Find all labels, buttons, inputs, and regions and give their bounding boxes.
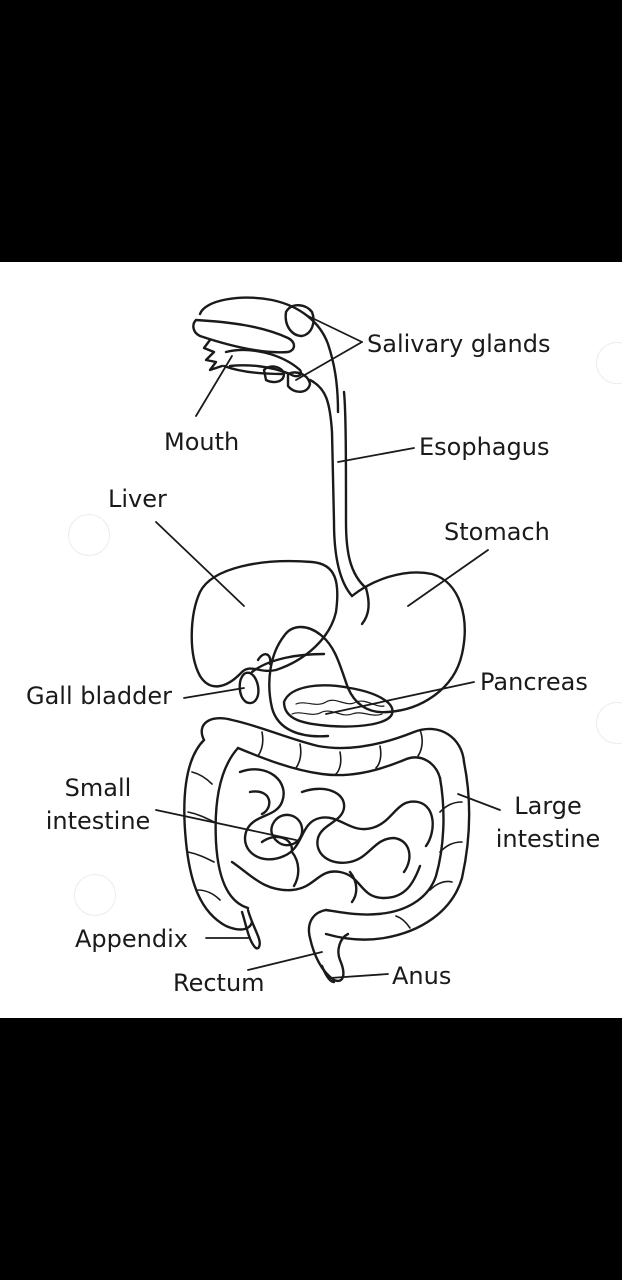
rectum — [307, 908, 350, 983]
label-gall-bladder: Gall bladder — [26, 682, 172, 710]
appendix — [240, 908, 261, 950]
pancreas — [282, 684, 394, 728]
haustra — [395, 801, 463, 929]
tongue — [224, 348, 303, 378]
liver — [190, 559, 339, 688]
bile-duct — [250, 652, 326, 674]
anus — [320, 964, 336, 984]
lips — [202, 338, 224, 372]
pointer-salivary-upper — [307, 315, 363, 343]
small-intestine-coil — [290, 850, 358, 904]
pointer-mouth — [195, 355, 233, 417]
label-liver: Liver — [108, 485, 167, 513]
stomach — [282, 571, 466, 714]
pointer-salivary-lower — [295, 341, 363, 381]
small-intestine-coil — [230, 860, 422, 900]
duodenum — [268, 634, 330, 738]
pointer-pancreas — [325, 681, 475, 715]
haustra — [257, 729, 423, 775]
pointer-anus — [329, 973, 389, 979]
label-stomach: Stomach — [444, 518, 550, 546]
bottom-black-bar — [0, 1018, 622, 1280]
transverse-colon-inner — [236, 746, 442, 780]
pancreas-texture — [295, 699, 385, 707]
label-anus: Anus — [392, 962, 452, 990]
salivary-gland-lower — [262, 365, 286, 384]
pointer-rectum — [247, 951, 323, 971]
label-salivary-glands: Salivary glands — [367, 330, 551, 358]
label-rectum: Rectum — [173, 969, 265, 997]
watermark-ring — [74, 874, 116, 916]
pancreas-texture — [291, 710, 383, 716]
small-intestine-coil — [238, 768, 434, 861]
pointer-stomach — [407, 549, 489, 607]
ascending-colon-inner — [214, 746, 250, 910]
label-pancreas: Pancreas — [480, 668, 588, 696]
haustra — [187, 771, 221, 901]
salivary-gland-upper — [284, 304, 315, 338]
esophagus — [342, 390, 368, 590]
watermark-ring — [68, 514, 110, 556]
pointer-liver — [155, 521, 245, 607]
label-esophagus: Esophagus — [419, 433, 550, 461]
label-appendix: Appendix — [75, 925, 188, 953]
top-black-bar — [0, 0, 622, 262]
ascending-colon — [183, 738, 254, 931]
label-large-intestine: Large intestine — [495, 792, 601, 853]
pointer-esophagus — [337, 447, 415, 463]
digestive-system-diagram: Salivary glands Mouth Esophagus Liver St… — [0, 262, 622, 1018]
pointer-lines — [155, 315, 501, 979]
salivary-gland-sub — [286, 371, 312, 393]
label-small-intestine: Small intestine — [45, 774, 151, 835]
label-mouth: Mouth — [164, 428, 240, 456]
descending-colon-inner — [324, 776, 445, 916]
nasal-cavity — [198, 296, 340, 414]
pharynx — [308, 378, 354, 598]
palate — [192, 318, 296, 354]
pointer-gall-bladder — [183, 687, 245, 699]
oral-floor — [222, 364, 284, 376]
anatomy-illustration — [155, 296, 501, 984]
stomach-inner — [360, 586, 370, 626]
descending-colon — [324, 760, 471, 941]
transverse-colon — [200, 717, 466, 764]
pointer-large-intestine — [457, 793, 501, 811]
pointer-small-intestine — [155, 809, 297, 841]
small-intestine-coil — [300, 787, 411, 874]
small-intestine-loop — [270, 813, 304, 847]
